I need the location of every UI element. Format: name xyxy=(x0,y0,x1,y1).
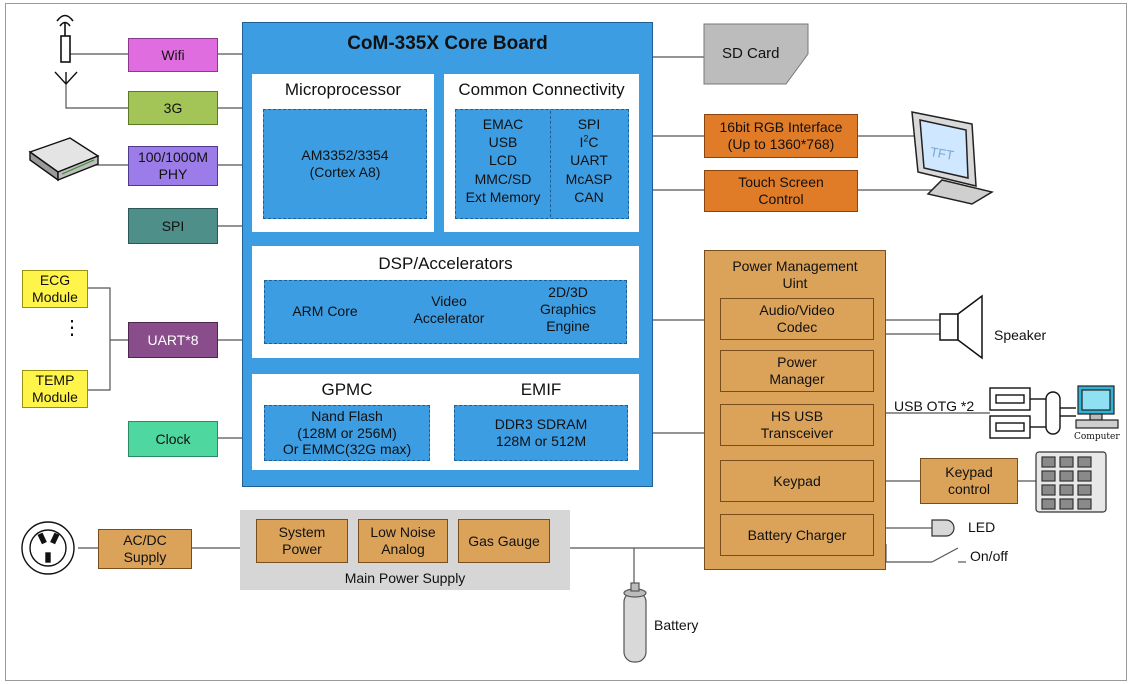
ecg-module-box: ECG Module xyxy=(22,270,88,308)
can-item: CAN xyxy=(574,188,604,205)
pmu-title: Power Management Uint xyxy=(732,258,858,291)
spi-label: SPI xyxy=(161,217,185,234)
main-power-supply-label: Main Power Supply xyxy=(344,570,466,586)
connectivity-title: Common Connectivity xyxy=(458,80,625,99)
hs-usb-label: HS USB Transceiver xyxy=(760,408,834,441)
connectivity-divider xyxy=(550,111,551,217)
led-label: LED xyxy=(968,519,996,535)
acdc-supply-box: AC/DC Supply xyxy=(98,529,192,569)
battery-icon xyxy=(623,582,647,663)
dsp-title: DSP/Accelerators xyxy=(378,254,513,273)
connectivity-left-list: EMAC USB LCD MMC/SD Ext Memory xyxy=(465,116,541,205)
phy-label: 100/1000M PHY xyxy=(137,149,209,182)
hs-usb-box: HS USB Transceiver xyxy=(720,404,874,446)
battery-charger-label: Battery Charger xyxy=(747,526,847,543)
sd-card-label: SD Card xyxy=(722,45,780,62)
keypad-box: Keypad xyxy=(720,460,874,502)
low-noise-analog-box: Low Noise Analog xyxy=(358,519,448,563)
i2c-item-i: I xyxy=(579,134,584,151)
keypad-label: Keypad xyxy=(773,472,821,489)
wifi-antenna-icon xyxy=(56,14,74,63)
cpu-chip-box: AM3352/3354 (Cortex A8) xyxy=(263,109,427,219)
arm-core-label: ARM Core xyxy=(292,303,358,319)
core-board-title: CoM-335X Core Board xyxy=(347,33,548,54)
graphics-engine-label: 2D/3D Graphics Engine xyxy=(539,284,597,334)
speaker-icon xyxy=(939,294,983,360)
tft-monitor-icon xyxy=(911,111,994,205)
led-icon xyxy=(931,519,955,537)
microprocessor-title: Microprocessor xyxy=(284,80,402,99)
ddr-box: DDR3 SDRAM 128M or 512M xyxy=(454,405,628,461)
onoff-label: On/off xyxy=(970,548,1008,564)
dsp-box xyxy=(264,280,627,344)
clock-label: Clock xyxy=(155,430,191,447)
codec-box: Audio/Video Codec xyxy=(720,298,874,340)
i2c-item-2: 2 xyxy=(583,133,589,144)
mcasp-item: McASP xyxy=(565,170,613,187)
usb-ports-icon xyxy=(989,387,1076,439)
3g-box: 3G xyxy=(128,91,218,125)
temp-module-box: TEMP Module xyxy=(22,370,88,408)
rgb-interface-label: 16bit RGB Interface (Up to 1360*768) xyxy=(719,119,843,152)
keypad-grid-icon xyxy=(1035,451,1107,513)
touch-screen-label: Touch Screen Control xyxy=(738,174,824,207)
power-manager-label: Power Manager xyxy=(769,354,825,387)
keypad-control-box: Keypad control xyxy=(920,458,1018,504)
diagram-frame xyxy=(5,3,1127,681)
nand-flash-box: Nand Flash (128M or 256M) Or EMMC(32G ma… xyxy=(264,405,430,461)
system-power-label: System Power xyxy=(278,524,326,557)
uart-box: UART*8 xyxy=(128,322,218,358)
spi-box: SPI xyxy=(128,208,218,244)
phy-box: 100/1000M PHY xyxy=(128,146,218,186)
ac-outlet-icon xyxy=(21,521,75,575)
spi-item: SPI xyxy=(577,116,601,132)
acdc-supply-label: AC/DC Supply xyxy=(123,532,167,565)
sd-card-shape xyxy=(703,23,809,85)
video-accelerator-label: Video Accelerator xyxy=(413,293,485,326)
emif-title: EMIF xyxy=(520,380,562,399)
touch-screen-box: Touch Screen Control xyxy=(704,170,858,212)
module-ellipsis: ⋮ xyxy=(62,317,82,339)
codec-label: Audio/Video Codec xyxy=(759,302,835,335)
ecg-module-label: ECG Module xyxy=(32,272,78,305)
temp-module-label: TEMP Module xyxy=(32,372,78,405)
keypad-control-label: Keypad control xyxy=(945,464,993,497)
uart-item: UART xyxy=(570,152,608,169)
computer-label: Computer xyxy=(1074,432,1120,442)
computer-icon xyxy=(1075,385,1119,429)
speaker-label: Speaker xyxy=(994,327,1047,343)
low-noise-analog-label: Low Noise Analog xyxy=(370,524,436,557)
battery-label: Battery xyxy=(654,617,699,633)
power-manager-box: Power Manager xyxy=(720,350,874,392)
ddr-label: DDR3 SDRAM 128M or 512M xyxy=(494,416,588,449)
gas-gauge-box: Gas Gauge xyxy=(458,519,550,563)
clock-box: Clock xyxy=(128,421,218,457)
system-power-box: System Power xyxy=(256,519,348,563)
wifi-box: Wifi xyxy=(128,38,218,72)
nand-flash-label: Nand Flash (128M or 256M) Or EMMC(32G ma… xyxy=(282,408,412,458)
i2c-item-c: C xyxy=(588,134,599,151)
3g-label: 3G xyxy=(163,99,183,116)
wifi-label: Wifi xyxy=(161,46,185,63)
cellular-antenna-icon xyxy=(54,71,78,86)
connectivity-box xyxy=(455,109,629,219)
gas-gauge-label: Gas Gauge xyxy=(468,532,540,549)
rgb-interface-box: 16bit RGB Interface (Up to 1360*768) xyxy=(704,114,858,158)
cpu-chip-label: AM3352/3354 (Cortex A8) xyxy=(301,147,389,180)
uart-label: UART*8 xyxy=(147,331,199,348)
gpmc-title: GPMC xyxy=(321,380,373,399)
router-icon xyxy=(28,137,100,182)
battery-charger-box: Battery Charger xyxy=(720,514,874,556)
usb-otg-label: USB OTG *2 xyxy=(894,398,975,414)
